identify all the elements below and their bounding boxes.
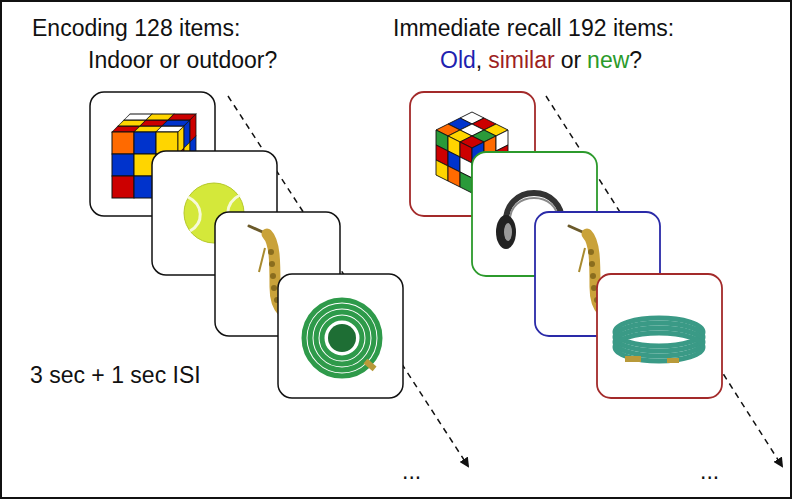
cube-front-part: [134, 132, 156, 154]
phase-heading: Encoding 128 items:: [32, 15, 240, 43]
cube-left-part: [460, 172, 472, 193]
task-question: Old,similar ornew?: [440, 47, 642, 75]
hose-coil-part: [304, 300, 380, 376]
recall-card-part: [625, 356, 641, 362]
encoding-card-part: [188, 197, 200, 231]
encoding-card-part: [278, 274, 403, 398]
recall-card-part: [504, 223, 512, 241]
connective-word: or: [561, 47, 581, 73]
continuation-dots: ...: [402, 458, 421, 486]
recall-card-part: [597, 274, 722, 398]
cube-left-part: [436, 160, 448, 181]
hose-coil: [304, 300, 380, 376]
recall-card: [597, 274, 722, 398]
encoding-card: [278, 274, 403, 398]
hose-coil-part: [322, 318, 362, 358]
recall-card-part: [496, 215, 516, 249]
cube-front-part: [112, 132, 134, 154]
phase-heading: Immediate recall 192 items:: [393, 15, 674, 43]
cube-left: [436, 130, 472, 193]
hose-coil-part: [316, 312, 368, 364]
recall-card-part: [667, 358, 679, 363]
task-question: Indoor or outdoor?: [88, 47, 277, 75]
continuation-dots: ...: [700, 458, 719, 486]
hose-coil-part: [615, 333, 703, 361]
response-similar: similar: [488, 47, 554, 73]
hose-coil-part: [310, 306, 374, 370]
encoding-card-part: [363, 359, 376, 371]
punctuation: ?: [629, 47, 642, 73]
cube-front-part: [112, 154, 134, 176]
encoding-card-part: [328, 324, 356, 352]
response-old: Old: [440, 47, 476, 73]
hose-coil: [615, 318, 703, 361]
cube-left-part: [448, 166, 460, 187]
response-new: new: [587, 47, 629, 73]
cube-front-part: [112, 176, 134, 198]
timing-note: 3 sec + 1 sec ISI: [30, 362, 201, 390]
punctuation: ,: [476, 47, 482, 73]
